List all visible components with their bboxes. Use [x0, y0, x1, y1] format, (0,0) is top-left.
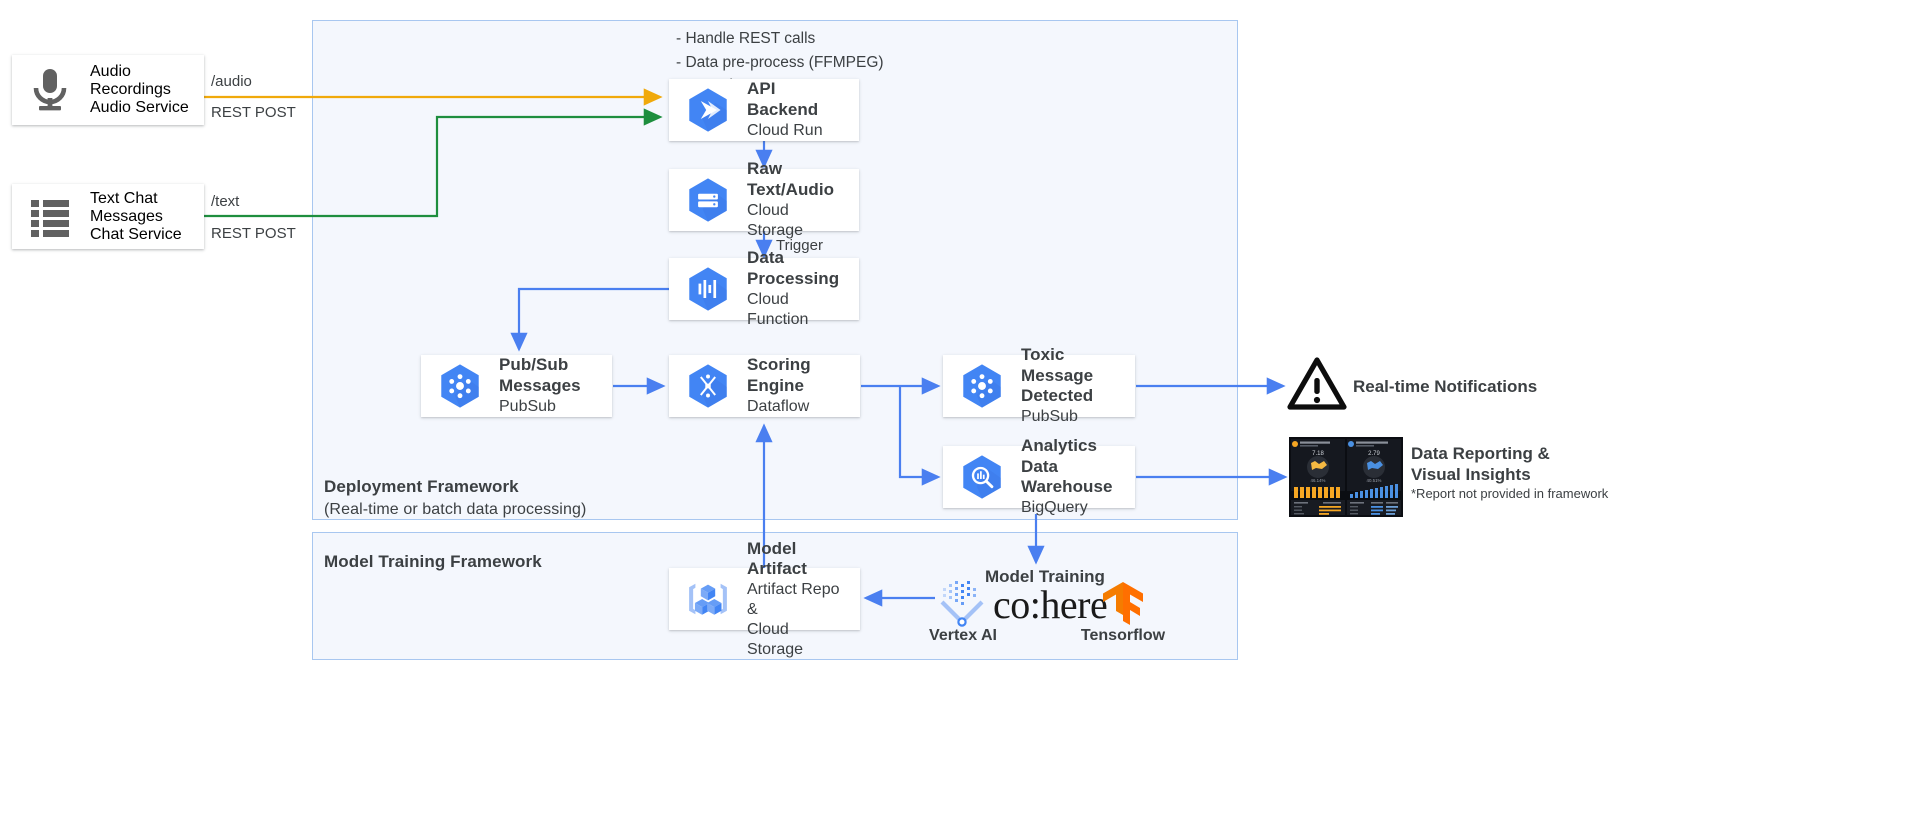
method-label-text: REST POST	[211, 225, 296, 242]
endpoint-label-text: /text	[211, 193, 240, 210]
node-subtitle: Cloud Function	[747, 290, 809, 328]
source-subtitle: Audio Service	[90, 99, 189, 116]
node-toxic-message-detected[interactable]: Toxic Message Detected PubSub	[943, 345, 1135, 425]
model-training-framework-title: Model Training Framework	[324, 552, 542, 571]
vendor-caption-tensorflow: Tensorflow	[1080, 627, 1166, 644]
source-title-line1: Audio	[90, 63, 131, 80]
endpoint-label-audio: /audio	[211, 73, 252, 90]
bigquery-icon	[963, 455, 1001, 499]
output-label-reporting: Data Reporting & Visual Insights *Report…	[1411, 443, 1621, 502]
node-title: API Backend	[747, 79, 819, 120]
node-pubsub-messages[interactable]: Pub/Sub Messages PubSub	[421, 355, 612, 417]
node-subtitle: PubSub	[1021, 408, 1078, 426]
node-model-artifact[interactable]: Model Artifact Artifact Repo & Cloud Sto…	[669, 539, 860, 658]
deployment-framework-subtitle: (Real-time or batch data processing)	[324, 500, 587, 518]
artifact-registry-icon	[689, 583, 727, 615]
source-title-line2: Messages	[90, 207, 163, 225]
node-analytics-data-warehouse[interactable]: Analytics Data Warehouse BigQuery	[943, 436, 1135, 516]
api-backend-note-1: - Handle REST calls	[676, 30, 816, 47]
model-training-title: Model Training	[985, 567, 1105, 586]
node-title: Scoring Engine	[747, 355, 811, 396]
node-title-line2: Warehouse	[1021, 477, 1113, 497]
trigger-label: Trigger	[776, 237, 823, 254]
model-training-framework-label: Model Training Framework	[324, 551, 744, 574]
dashboard-thumbnail-icon: 7.18 2.79 46.14% 40.51%	[1289, 437, 1403, 517]
node-title-line1: Analytics Data	[1021, 435, 1098, 476]
node-title-line1: Data	[747, 248, 785, 268]
svg-text:7.18: 7.18	[1312, 451, 1324, 457]
node-title: Model Artifact	[747, 538, 807, 579]
output-reporting-line1: Data Reporting &	[1411, 444, 1550, 463]
node-subtitle: PubSub	[499, 397, 556, 415]
vertex-ai-icon	[940, 581, 984, 627]
node-subtitle: Dataflow	[747, 397, 810, 415]
node-title-line1: Pub/Sub	[499, 355, 569, 375]
chat-list-icon	[31, 199, 69, 237]
dataflow-icon	[689, 364, 727, 408]
svg-text:40.51%: 40.51%	[1367, 478, 1382, 483]
source-title-line2: Recordings	[90, 81, 171, 98]
pubsub-icon	[441, 364, 479, 408]
node-title-line2: Detected	[1021, 386, 1094, 406]
node-title: Raw Text/Audio	[747, 159, 835, 200]
node-title-line1: Toxic Message	[1021, 344, 1094, 385]
deployment-framework-label: Deployment Framework (Real-time or batch…	[324, 476, 744, 521]
source-card-text-chat-messages[interactable]: Text Chat Messages Chat Service	[12, 184, 204, 249]
cohere-logo: co:here	[993, 582, 1108, 627]
cloud-function-icon	[689, 267, 727, 311]
output-reporting-note2: framework	[1547, 485, 1609, 501]
node-subtitle: BigQuery	[1021, 499, 1088, 517]
output-reporting-line2: Visual Insights	[1411, 465, 1531, 485]
cloud-run-icon	[689, 88, 727, 132]
node-scoring-engine[interactable]: Scoring Engine Dataflow	[669, 355, 860, 417]
vendor-caption-vertex-ai: Vertex AI	[929, 627, 997, 644]
output-label-notifications: Real-time Notifications	[1353, 377, 1538, 396]
pubsub-icon	[963, 364, 1001, 408]
node-subtitle: Cloud Run	[747, 121, 823, 139]
node-subtitle-line1: Artifact Repo &	[747, 581, 840, 618]
node-raw-text-audio[interactable]: Raw Text/Audio Cloud Storage	[669, 159, 859, 239]
node-api-backend[interactable]: API Backend Cloud Run	[669, 79, 859, 141]
node-title-line2: Messages	[499, 376, 581, 396]
source-subtitle: Chat Service	[90, 225, 182, 243]
output-reporting-note1: *Report not provided in	[1411, 485, 1544, 501]
node-subtitle: Cloud Storage	[747, 201, 804, 239]
source-card-audio-recordings[interactable]: Audio Recordings Audio Service	[12, 55, 204, 125]
source-title-line1: Text Chat	[90, 189, 158, 207]
cloud-storage-icon	[689, 178, 727, 222]
tensorflow-icon	[1103, 582, 1143, 625]
api-backend-note-2: - Data pre-process (FFMPEG)	[676, 53, 884, 71]
node-title-line2: Processing	[747, 269, 840, 289]
method-label-audio: REST POST	[211, 104, 296, 121]
warning-triangle-icon	[1287, 357, 1347, 410]
svg-text:2.79: 2.79	[1368, 451, 1380, 457]
node-subtitle-line2: Cloud Storage	[747, 620, 804, 658]
svg-text:46.14%: 46.14%	[1311, 478, 1326, 483]
microphone-icon	[33, 69, 67, 111]
node-data-processing[interactable]: Data Processing Cloud Function	[669, 248, 859, 328]
deployment-framework-title: Deployment Framework	[324, 477, 519, 496]
